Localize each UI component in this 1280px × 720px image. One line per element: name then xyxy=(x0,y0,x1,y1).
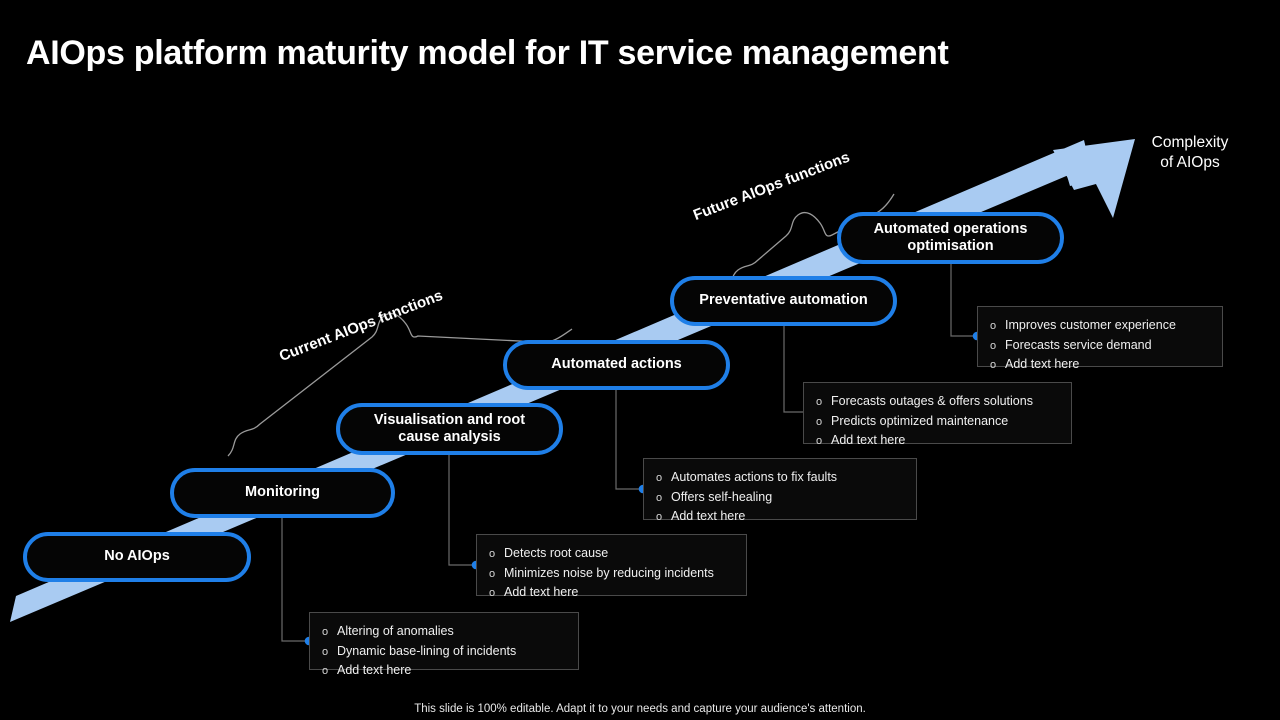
list-item: o Detects root cause xyxy=(489,544,736,564)
page-title: AIOps platform maturity model for IT ser… xyxy=(26,34,949,72)
list-item: o Dynamic base-lining of incidents xyxy=(322,642,568,662)
connector-monitoring xyxy=(281,514,309,642)
list-item-text: Add text here xyxy=(671,509,746,524)
stage-label-visualisation: Visualisation and root cause analysis xyxy=(373,411,526,445)
list-item-text: Forecasts outages & offers solutions xyxy=(831,394,1033,408)
bullet-circle-icon: o xyxy=(816,396,823,408)
list-item-text: Add text here xyxy=(337,663,412,678)
list-item: o Minimizes noise by reducing incidents xyxy=(489,564,736,584)
list-item: o Add text here xyxy=(322,661,568,681)
list-item-text: Forecasts service demand xyxy=(1005,337,1152,352)
callout-list: o Forecasts outages & offers solutions o… xyxy=(816,392,1061,451)
list-item: o Offers self-healing xyxy=(656,488,906,508)
bullet-circle-icon: o xyxy=(656,472,663,484)
connector-automated-ops xyxy=(950,259,977,337)
bullet-circle-icon: o xyxy=(990,339,997,352)
bullet-circle-icon: o xyxy=(322,665,329,678)
list-item-text: Automates actions to fix faults xyxy=(671,470,838,484)
stage-label-automated-actions: Automated actions xyxy=(551,356,682,373)
bullet-circle-icon: o xyxy=(489,587,496,600)
list-item-text: Offers self-healing xyxy=(671,489,773,504)
list-item: o Predicts optimized maintenance xyxy=(816,412,1061,432)
connector-visualisation xyxy=(448,450,476,566)
stage-label-automated-ops: Automated operations optimisation xyxy=(873,220,1028,254)
callout-list: o Improves customer experience o Forecas… xyxy=(990,316,1212,375)
stage-label-preventative: Preventative automation xyxy=(699,292,868,309)
list-item-text: Improves customer experience xyxy=(1005,318,1176,332)
list-item: o Forecasts service demand xyxy=(990,336,1212,356)
stage-pill-automated-actions[interactable]: Automated actions xyxy=(503,340,730,390)
list-item: o Add text here xyxy=(990,355,1212,375)
stage-label-no-aiops: No AIOps xyxy=(104,548,170,565)
stage-label-monitoring: Monitoring xyxy=(245,484,320,501)
stage-pill-visualisation[interactable]: Visualisation and root cause analysis xyxy=(336,403,563,455)
list-item-text: Altering of anomalies xyxy=(337,624,454,638)
stage-pill-monitoring[interactable]: Monitoring xyxy=(170,468,395,518)
footer-note: This slide is 100% editable. Adapt it to… xyxy=(414,703,866,715)
bullet-circle-icon: o xyxy=(656,491,663,504)
list-item: o Add text here xyxy=(489,583,736,603)
brace-current xyxy=(227,312,573,457)
complexity-label: Complexity of AIOps xyxy=(1139,133,1241,173)
bullet-circle-icon: o xyxy=(489,548,496,560)
list-item: o Improves customer experience xyxy=(990,316,1212,336)
callout-list: o Automates actions to fix faults o Offe… xyxy=(656,468,906,527)
callout-automated-ops-details: o Improves customer experience o Forecas… xyxy=(977,306,1223,371)
stage-pill-no-aiops[interactable]: No AIOps xyxy=(23,532,251,582)
connector-automated-actions xyxy=(615,387,643,490)
callout-list: o Altering of anomalies o Dynamic base-l… xyxy=(322,622,568,681)
list-item-text: Add text here xyxy=(1005,357,1080,372)
list-item: o Automates actions to fix faults xyxy=(656,468,906,488)
list-item: o Add text here xyxy=(656,507,906,527)
list-item-text: Dynamic base-lining of incidents xyxy=(337,643,517,658)
list-item-text: Minimizes noise by reducing incidents xyxy=(504,565,714,580)
callout-visualisation-details: o Detects root cause o Minimizes noise b… xyxy=(476,534,747,599)
list-item-text: Add text here xyxy=(831,433,906,448)
callout-list: o Detects root cause o Minimizes noise b… xyxy=(489,544,736,603)
callout-preventative-details: o Forecasts outages & offers solutions o… xyxy=(803,382,1072,447)
list-item: o Forecasts outages & offers solutions xyxy=(816,392,1061,412)
bullet-circle-icon: o xyxy=(489,567,496,580)
list-item: o Altering of anomalies xyxy=(322,622,568,642)
list-item-text: Detects root cause xyxy=(504,546,609,560)
list-item-text: Add text here xyxy=(504,585,579,600)
bullet-circle-icon: o xyxy=(322,645,329,658)
list-item: o Add text here xyxy=(816,431,1061,451)
complexity-line-1: Complexity xyxy=(1151,134,1229,151)
bullet-circle-icon: o xyxy=(816,415,823,428)
stage-pill-preventative[interactable]: Preventative automation xyxy=(670,276,897,326)
bullet-circle-icon: o xyxy=(322,626,329,638)
complexity-line-2: of AIOps xyxy=(1160,153,1220,171)
bullet-circle-icon: o xyxy=(990,320,997,332)
list-item-text: Predicts optimized maintenance xyxy=(831,413,1009,428)
callout-automated-actions-details: o Automates actions to fix faults o Offe… xyxy=(643,458,917,523)
bullet-circle-icon: o xyxy=(816,435,823,448)
connector-preventative xyxy=(783,322,811,413)
stage-pill-automated-ops[interactable]: Automated operations optimisation xyxy=(837,212,1064,264)
callout-monitoring-details: o Altering of anomalies o Dynamic base-l… xyxy=(309,612,579,677)
bullet-circle-icon: o xyxy=(656,511,663,524)
bullet-circle-icon: o xyxy=(990,359,997,372)
